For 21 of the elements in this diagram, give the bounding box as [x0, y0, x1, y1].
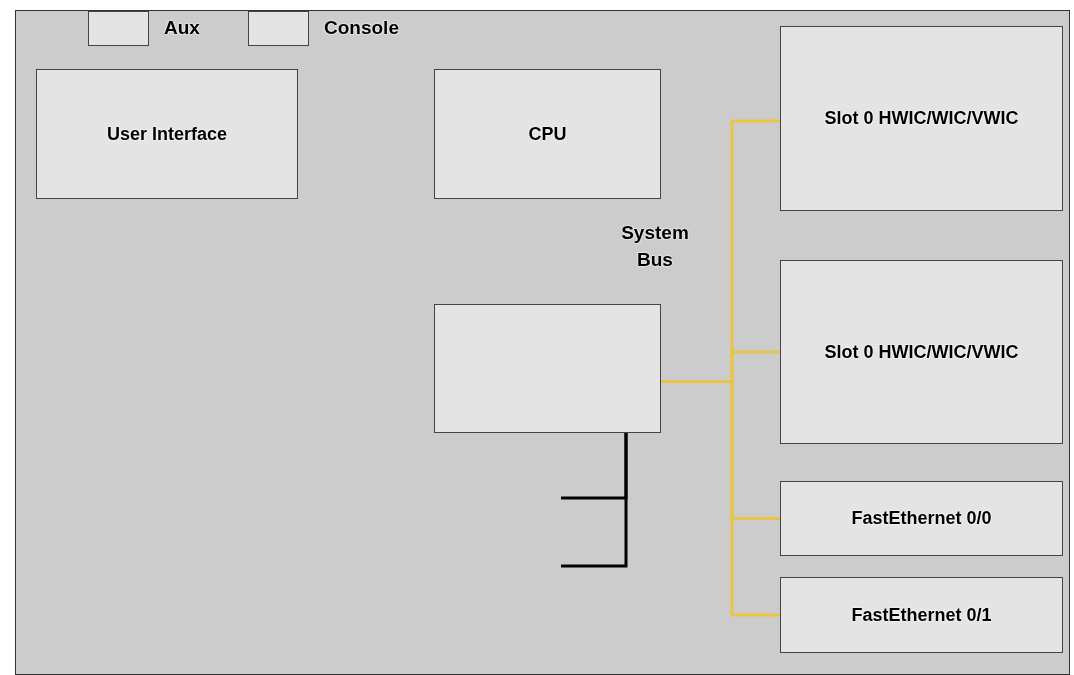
module-label: FastEthernet 0/0: [851, 507, 992, 531]
port-label: Aux: [164, 17, 200, 39]
port-label: Console: [324, 17, 399, 39]
port-box: [88, 11, 149, 46]
port-box: [248, 11, 309, 46]
chassis-panel: [15, 10, 1070, 675]
module-label: Slot 0 HWIC/WIC/VWIC: [824, 340, 1019, 364]
module-box: [780, 577, 1063, 653]
module-label: User Interface: [106, 122, 228, 146]
port-box: [434, 304, 661, 433]
bus-line: [661, 380, 780, 617]
module-label: CPU: [528, 122, 567, 146]
module-label: Slot 0 HWIC/WIC/VWIC: [824, 107, 1019, 131]
module-box: [780, 481, 1063, 556]
module-box: [780, 260, 1063, 444]
module-label: FastEthernet 0/1: [851, 603, 992, 627]
module-box: [780, 26, 1063, 211]
module-box: [36, 69, 298, 199]
connector-line: [561, 433, 628, 568]
module-box: [434, 69, 661, 199]
bus-label: System Bus: [620, 221, 690, 272]
